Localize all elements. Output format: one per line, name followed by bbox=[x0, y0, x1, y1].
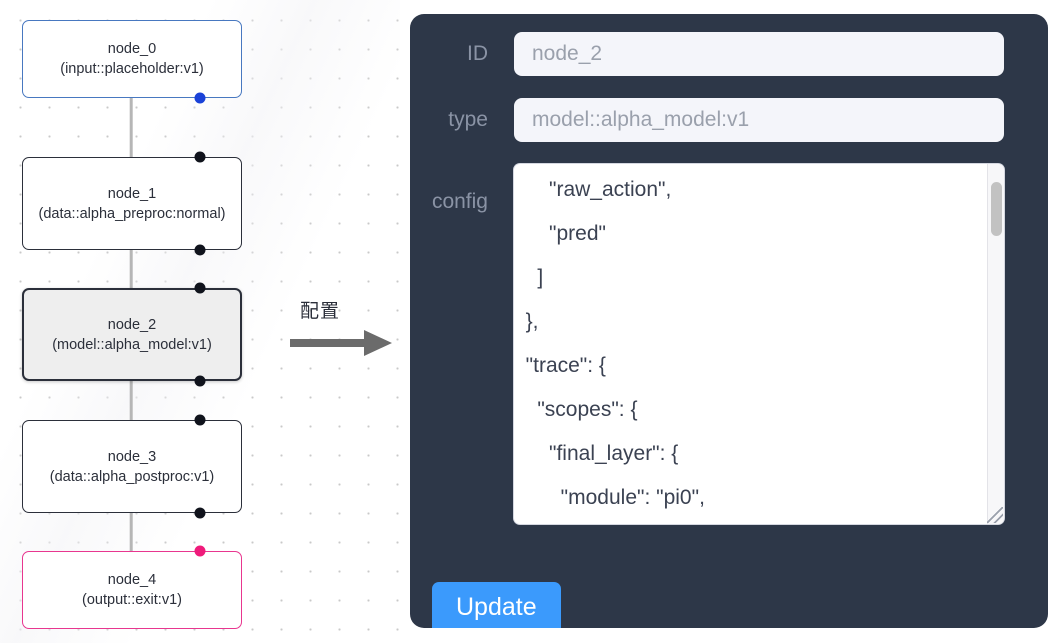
graph-node-node_0[interactable]: node_0 (input::placeholder:v1) bbox=[22, 20, 242, 98]
graph-node-type: (data::alpha_postproc:v1) bbox=[49, 468, 215, 485]
annotation-caption: 配置 bbox=[300, 301, 341, 322]
config-scrollbar-thumb[interactable] bbox=[991, 182, 1002, 236]
port-node_1-out[interactable] bbox=[194, 244, 206, 256]
port-node_0-out[interactable] bbox=[194, 92, 206, 104]
graph-node-name: node_4 bbox=[107, 572, 157, 588]
graph-node-type: (input::placeholder:v1) bbox=[60, 61, 204, 77]
port-node_2-in[interactable] bbox=[194, 282, 206, 294]
port-node_2-out[interactable] bbox=[194, 375, 206, 387]
type-label: type bbox=[448, 108, 488, 131]
edge-node1-node2 bbox=[129, 250, 133, 288]
port-node_3-in[interactable] bbox=[194, 414, 206, 426]
graph-node-name: node_2 bbox=[107, 316, 157, 333]
flow-annotation: 配置 bbox=[288, 296, 398, 360]
graph-node-type: (data::alpha_preproc:normal) bbox=[38, 205, 226, 222]
graph-node-name: node_0 bbox=[107, 41, 157, 57]
graph-node-node_4[interactable]: node_4 (output::exit:v1) bbox=[22, 551, 242, 629]
graph-canvas[interactable]: node_0 (input::placeholder:v1) node_1 (d… bbox=[0, 0, 400, 643]
port-node_1-in[interactable] bbox=[194, 151, 206, 163]
port-node_4-in[interactable] bbox=[194, 545, 206, 557]
type-input[interactable]: model::alpha_model:v1 bbox=[514, 98, 1004, 142]
graph-node-node_2[interactable]: node_2 (model::alpha_model:v1) bbox=[22, 288, 242, 381]
config-label: config bbox=[431, 190, 488, 213]
id-field-row: ID node_2 bbox=[410, 32, 1048, 76]
right-arrow-icon bbox=[290, 330, 392, 356]
id-label: ID bbox=[467, 42, 488, 65]
config-textarea[interactable]: "raw_action", "pred" ] }, "trace": { "sc… bbox=[525, 178, 705, 509]
graph-node-node_1[interactable]: node_1 (data::alpha_preproc:normal) bbox=[22, 157, 242, 250]
id-input[interactable]: node_2 bbox=[514, 32, 1004, 76]
edge-node2-node3 bbox=[129, 381, 133, 420]
graph-node-name: node_1 bbox=[107, 185, 157, 202]
graph-node-node_3[interactable]: node_3 (data::alpha_postproc:v1) bbox=[22, 420, 242, 513]
config-textarea-wrapper[interactable]: "raw_action", "pred" ] }, "trace": { "sc… bbox=[514, 164, 1004, 524]
graph-node-type: (model::alpha_model:v1) bbox=[52, 336, 212, 353]
config-scrollbar[interactable] bbox=[987, 164, 1004, 524]
edge-node3-node4 bbox=[129, 513, 133, 551]
node-config-panel: ID node_2 type model::alpha_model:v1 con… bbox=[410, 14, 1048, 628]
resize-handle-icon[interactable] bbox=[987, 507, 1003, 523]
config-field-row: config "raw_action", "pred" ] }, "trace"… bbox=[410, 164, 1048, 524]
type-field-row: type model::alpha_model:v1 bbox=[410, 98, 1048, 142]
port-node_3-out[interactable] bbox=[194, 507, 206, 519]
graph-node-name: node_3 bbox=[107, 448, 157, 465]
edge-node0-node1 bbox=[129, 98, 133, 157]
update-button[interactable]: Update bbox=[432, 582, 561, 628]
graph-node-type: (output::exit:v1) bbox=[82, 592, 182, 608]
